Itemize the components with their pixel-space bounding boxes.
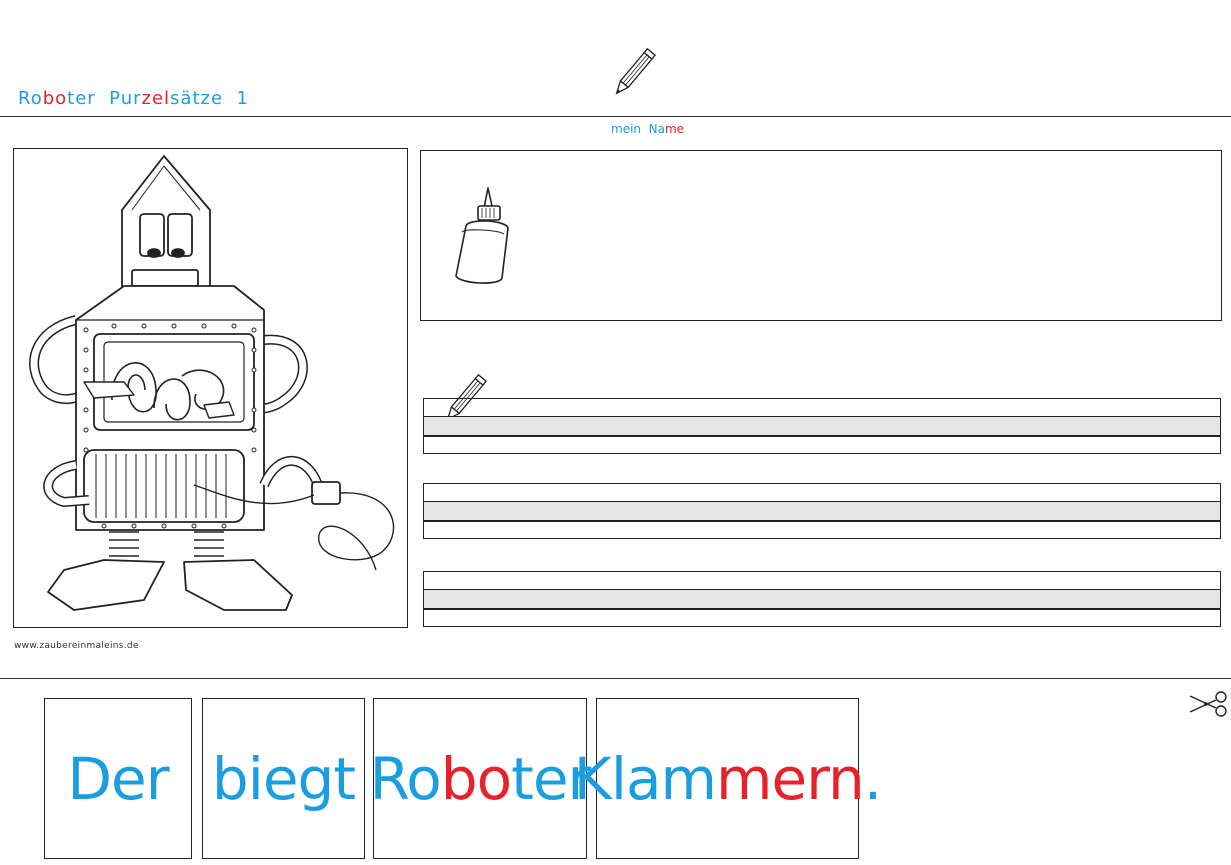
name-label-part: me (664, 122, 685, 136)
word-part: ter (511, 744, 591, 813)
word-part: mern (716, 744, 865, 813)
scissors-icon (1189, 691, 1227, 717)
website-credit: www.zaubereinmaleins.de (14, 641, 139, 651)
word-part: bo (440, 744, 512, 813)
word-part: biegt (211, 744, 356, 813)
writing-line-bottom (423, 436, 1221, 454)
name-label-part: mein Na (611, 122, 665, 136)
word-part: Klam (573, 744, 717, 813)
title-part: bo (42, 88, 68, 109)
title-part: ter (67, 88, 110, 109)
writing-line-bottom (423, 521, 1221, 539)
word-card[interactable]: Der (44, 698, 192, 859)
header-divider (0, 116, 1231, 117)
writing-line-middle (423, 589, 1221, 609)
writing-line-top (423, 398, 1221, 416)
name-field-label: mein Name (611, 122, 684, 136)
writing-line-middle (423, 416, 1221, 436)
word-part: . (863, 744, 882, 813)
robot-illustration (29, 155, 395, 611)
title-part: sätze (170, 88, 237, 109)
writing-line-bottom (423, 609, 1221, 627)
worksheet-title: Roboter Purzelsätze 1 (18, 88, 249, 109)
writing-line-top (423, 483, 1221, 501)
glue-sentence-box (420, 150, 1222, 321)
title-part: Ro (18, 88, 43, 109)
glue-bottle-icon (455, 187, 509, 284)
cut-line (0, 678, 1231, 679)
title-part: Pur (109, 88, 142, 109)
word-part: Der (67, 744, 169, 813)
word-part: Ro (369, 744, 442, 813)
title-part: zel (141, 88, 171, 109)
word-card[interactable]: biegt (202, 698, 365, 859)
title-part: 1 (236, 88, 249, 109)
writing-line-top (423, 571, 1221, 589)
writing-line-set[interactable] (423, 571, 1221, 628)
writing-line-set[interactable] (423, 483, 1221, 540)
writing-line-set[interactable] (423, 398, 1221, 455)
writing-line-middle (423, 501, 1221, 521)
pencil-icon (615, 47, 657, 95)
